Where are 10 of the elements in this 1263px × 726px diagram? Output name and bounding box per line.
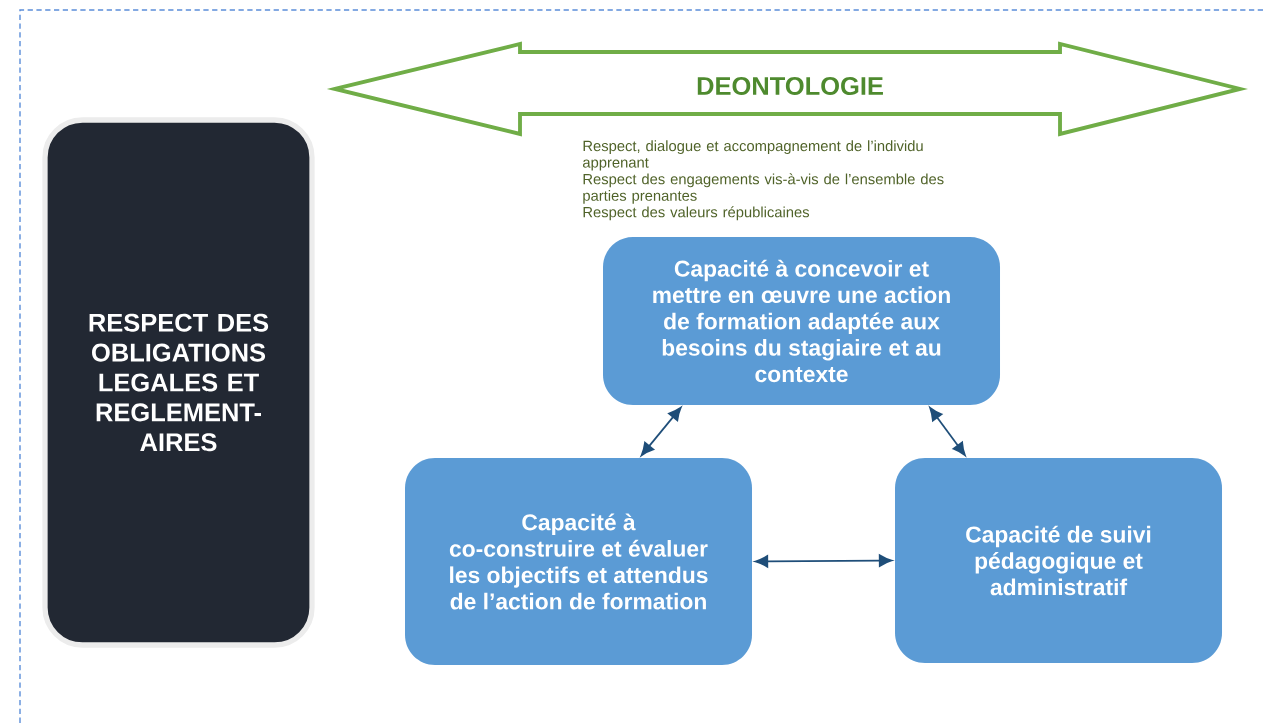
rounded-box: RESPECT DES OBLIGATIONS LEGALES ET REGLEMENT-AIRES: [42, 117, 315, 648]
process-box: Capacité à concevoir et mettre en œuvre une action de formation adaptée aux besoins du stagiaire et au contexte: [603, 237, 1000, 405]
process-box: Capacité de suivi pédagogique et administratif: [895, 458, 1222, 663]
double-headed-arrow: [929, 406, 966, 457]
note-text: Respect des valeurs républicaines: [583, 206, 810, 221]
double-headed-arrow: [640, 406, 682, 457]
process-box: Capacité à co-construire et évaluer les objectifs et attendus de l’action de formation: [405, 458, 752, 665]
note-text: Respect des engagements vis-à-vis de l’ensemble des parties prenantes: [583, 173, 944, 204]
note-text: Respect, dialogue et accompagnement de l’individu apprenant: [583, 140, 923, 171]
double-headed-arrow: [754, 554, 893, 568]
